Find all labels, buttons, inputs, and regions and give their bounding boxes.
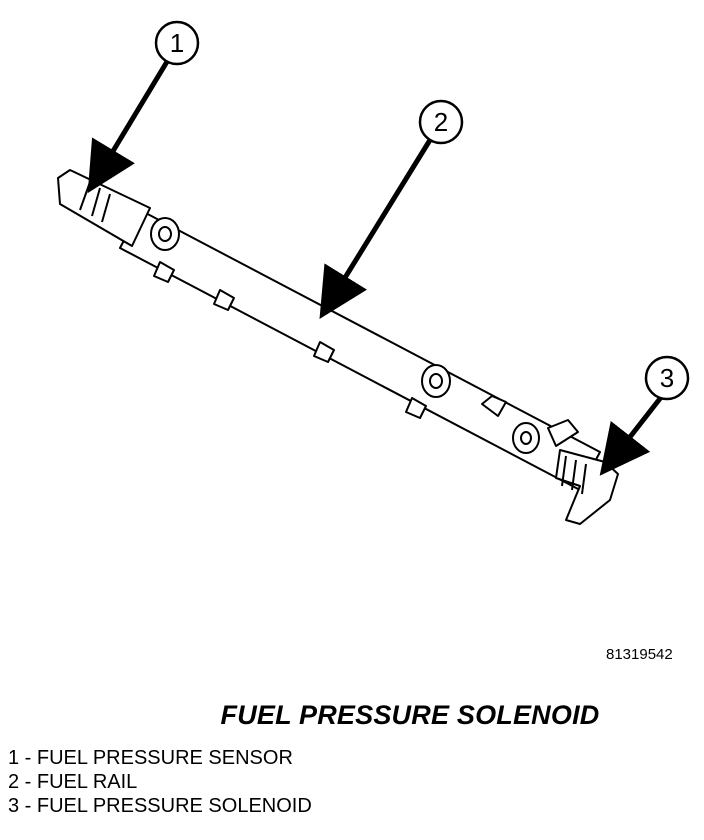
callout-3: 3 [644, 355, 690, 401]
leader-arrows [87, 58, 664, 476]
figure-id: 81319542 [606, 646, 673, 663]
legend-item-2: 2 - FUEL RAIL [8, 771, 138, 793]
leader-arrow-2 [319, 138, 433, 320]
legend-item-3: 3 - FUEL PRESSURE SOLENOID [8, 795, 312, 817]
callout-1: 1 [154, 20, 200, 66]
fuel-rail [57, 169, 619, 525]
legend: 1 - FUEL PRESSURE SENSOR 2 - FUEL RAIL 3… [8, 746, 312, 818]
legend-item-1: 1 - FUEL PRESSURE SENSOR [8, 747, 293, 769]
callout-1-label: 1 [170, 28, 184, 58]
callout-3-label: 3 [660, 363, 674, 393]
callout-2: 2 [418, 99, 464, 145]
caption-title: FUEL PRESSURE SOLENOID [220, 700, 600, 730]
fuel-rail-diagram: 1 2 3 [57, 20, 690, 525]
leader-arrow-1 [87, 58, 171, 194]
leader-arrow-3 [599, 394, 664, 476]
callout-2-label: 2 [434, 107, 448, 137]
